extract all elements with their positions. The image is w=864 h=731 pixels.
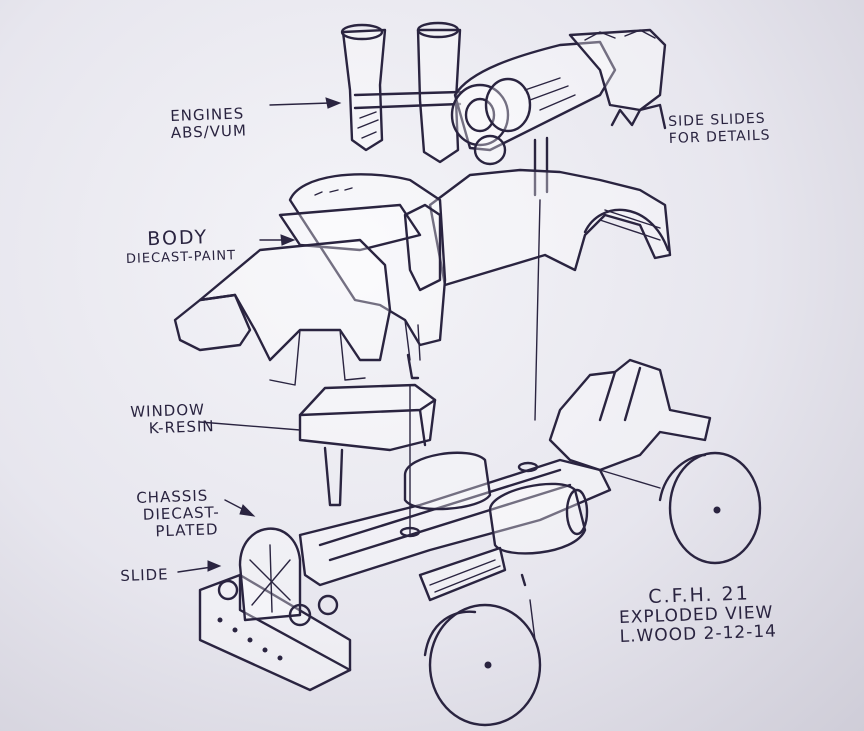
chassis-part: [198, 358, 762, 727]
engines-label: ENGINES ABS/VUM: [170, 104, 248, 142]
side-slides-label: SIDE SLIDES FOR DETAILS: [668, 110, 771, 148]
chassis-label: CHASSIS DIECAST- PLATED: [136, 486, 221, 541]
title-block: C.F.H. 21 EXPLODED VIEW L.WOOD 2-12-14: [618, 582, 778, 647]
window-part: [298, 383, 437, 507]
body-part: [173, 168, 672, 386]
window-label: WINDOW K-RESIN: [130, 400, 215, 438]
chassis-label-line-3: PLATED: [155, 520, 219, 541]
assembly-guide-lines: [409, 199, 541, 536]
slide-label: SLIDE: [119, 565, 169, 585]
window-label-line-2: K-RESIN: [148, 417, 215, 438]
engines-part: [340, 21, 667, 197]
side-slides-label-line-2: FOR DETAILS: [668, 127, 771, 147]
body-label: BODY DIECAST-PAINT: [125, 226, 237, 268]
engines-label-line-2: ABS/VUM: [170, 121, 248, 142]
slide-label-line-1: SLIDE: [119, 565, 169, 585]
leader-arrows: [177, 97, 667, 573]
